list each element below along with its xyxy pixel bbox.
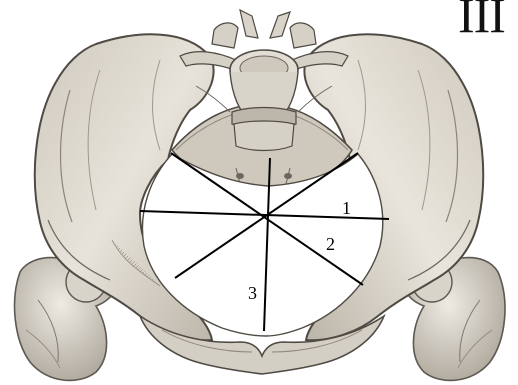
label-1: 1: [342, 198, 351, 218]
label-3: 3: [248, 283, 257, 303]
label-2: 2: [326, 234, 335, 254]
